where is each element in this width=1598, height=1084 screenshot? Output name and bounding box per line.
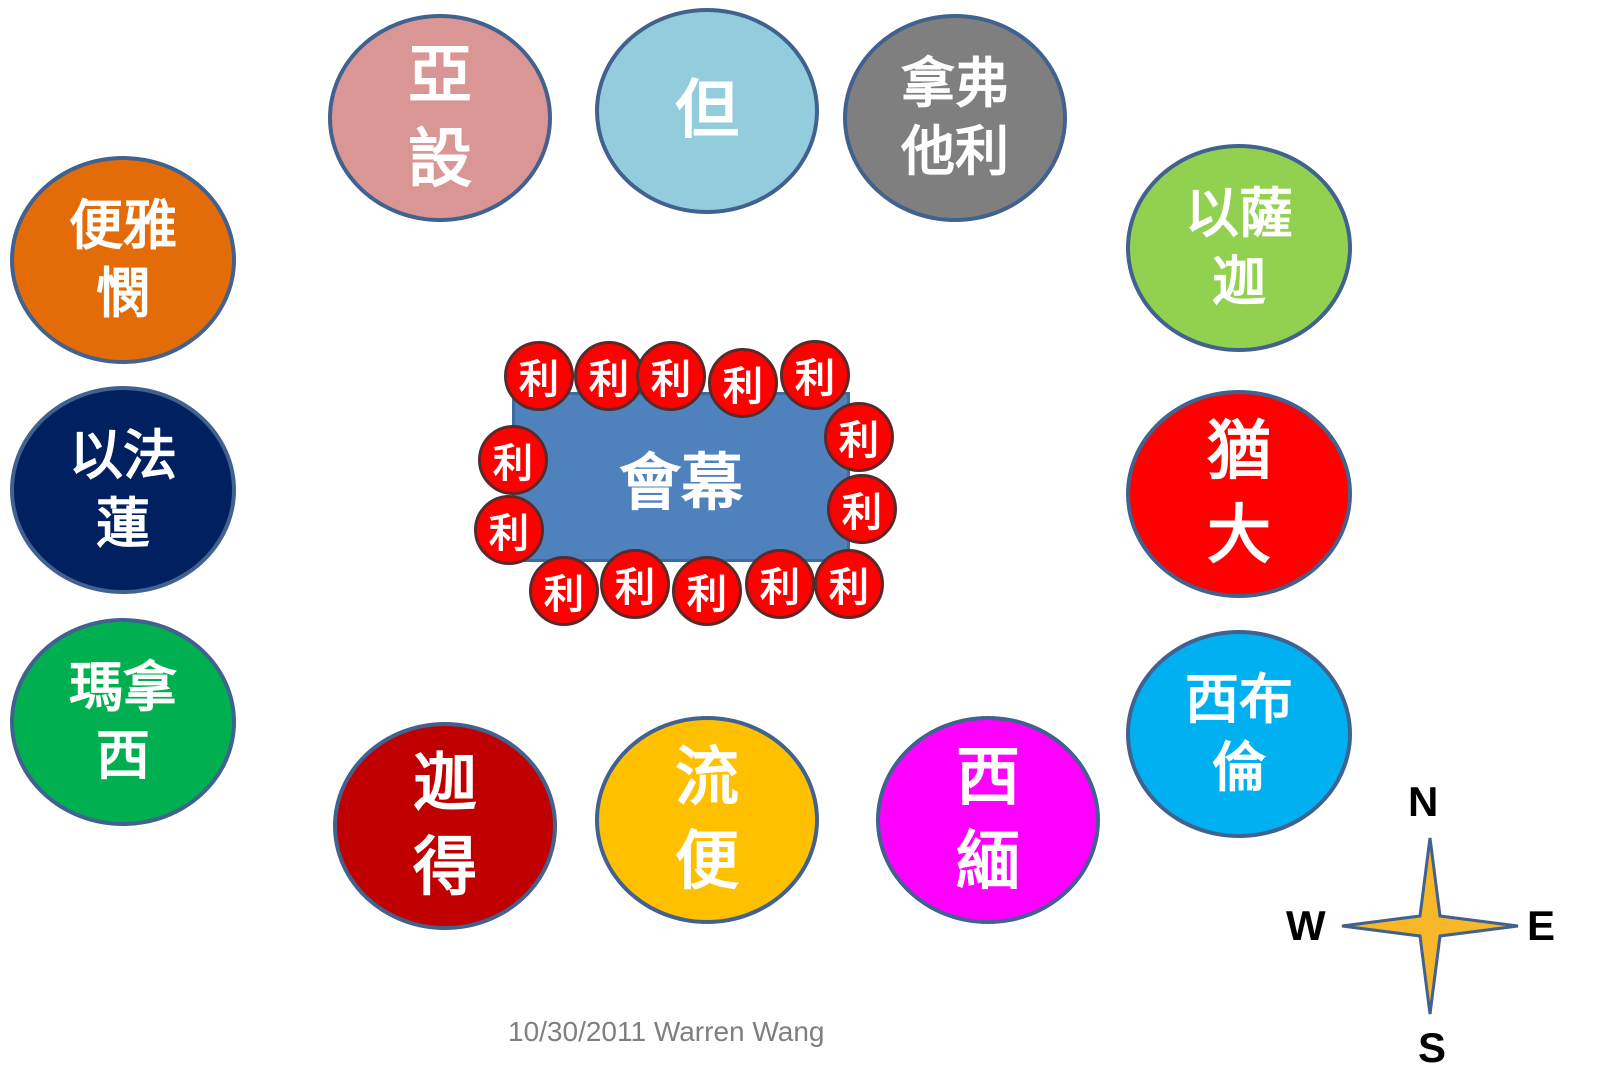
tribe-simeon: 西 緬 [876,716,1100,924]
tribe-issachar: 以薩 迦 [1126,144,1352,352]
tribe-label: 瑪拿 西 [69,656,177,787]
levite-circle: 利 [708,348,778,418]
tribe-manasseh: 瑪拿 西 [10,618,236,826]
footer-credit: 10/30/2011 Warren Wang [508,1016,825,1047]
levite-circle: 利 [780,340,850,410]
levite-circle: 利 [478,425,548,495]
tribe-label: 猶 大 [1207,415,1271,573]
compass-w: W [1286,902,1326,949]
tribe-label: 亞 設 [408,39,472,197]
compass-s: S [1418,1024,1447,1071]
levite-circle: 利 [529,556,599,626]
levite-circle: 利 [504,341,574,411]
tribe-label: 但 [675,74,739,148]
tribe-naphtali: 拿弗 他利 [843,14,1067,222]
tribe-zebulun: 西布 倫 [1126,630,1352,838]
tribe-label: 以法 蓮 [69,424,177,555]
levite-circle: 利 [636,341,706,411]
levite-circle: 利 [600,549,670,619]
tribe-label: 迦 得 [413,747,477,905]
compass-star-icon [1341,837,1519,1015]
levite-circle: 利 [814,549,884,619]
levite-circle: 利 [827,474,897,544]
levite-circle: 利 [474,495,544,565]
tribe-asher: 亞 設 [328,14,552,222]
levite-circle: 利 [672,556,742,626]
tribe-benjamin: 便雅 憫 [10,156,236,364]
tribe-label: 西 緬 [956,741,1020,899]
compass-e: E [1527,902,1556,949]
tribe-label: 以薩 迦 [1185,182,1293,313]
tribe-label: 拿弗 他利 [901,52,1009,183]
tribe-reuben: 流 便 [595,716,819,924]
compass-n: N [1408,778,1439,825]
tabernacle: 會幕 [512,392,850,562]
levite-circle: 利 [574,341,644,411]
tabernacle-label: 會幕 [618,446,743,519]
tribe-gad: 迦 得 [333,722,557,930]
compass-star [1341,837,1519,1015]
levite-circle: 利 [824,402,894,472]
levite-circle: 利 [745,549,815,619]
tribe-dan: 但 [595,8,819,214]
tribe-judah: 猶 大 [1126,390,1352,598]
tribe-label: 西布 倫 [1185,668,1293,799]
tribe-label: 便雅 憫 [69,194,177,325]
tribe-label: 流 便 [675,741,739,899]
tribe-ephraim: 以法 蓮 [10,386,236,594]
